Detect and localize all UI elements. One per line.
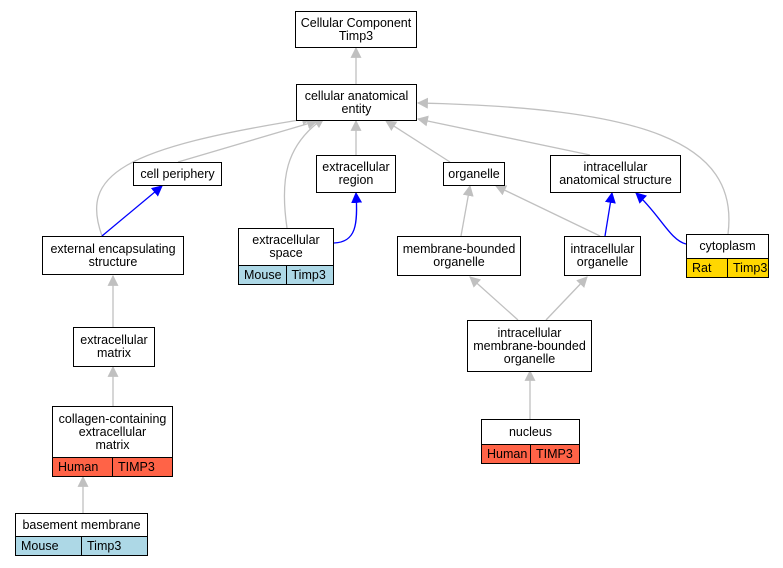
edge-imbo-mbo xyxy=(469,276,519,321)
gene-tag: Timp3 xyxy=(727,259,768,277)
gene-tag: TIMP3 xyxy=(112,458,172,476)
edge-cellperiphery-cae xyxy=(177,118,319,163)
species-tag: Human xyxy=(482,445,530,463)
edge-io-ias xyxy=(604,191,616,237)
edge-ees-cellperiphery xyxy=(101,185,163,237)
node-label: cytoplasm xyxy=(699,239,756,253)
node-label: intracellular organelle xyxy=(570,242,635,269)
node-label: intracellular anatomical structure xyxy=(559,160,672,187)
node-label: nucleus xyxy=(508,424,553,439)
node-label: extracellular space xyxy=(252,233,320,260)
node-intracellular-anatomical-structure[interactable]: intracellular anatomical structure xyxy=(550,155,681,193)
edge-imbo-io xyxy=(545,276,588,321)
node-intracellular-membrane-bounded-organelle[interactable]: intracellular membrane-bounded organelle xyxy=(467,320,592,372)
node-label: cellular anatomical entity xyxy=(304,88,409,116)
node-label: organelle xyxy=(448,166,500,181)
node-cellular-component-root[interactable]: Cellular Component Timp3 xyxy=(295,11,417,48)
node-label: cell periphery xyxy=(140,166,215,181)
node-label: extracellular region xyxy=(322,160,390,187)
edge-ecspace-extracellularregion xyxy=(333,191,363,244)
node-label: collagen-containing extracellular matrix xyxy=(58,411,167,452)
gene-tag: Timp3 xyxy=(81,537,147,555)
edge-ias-cae xyxy=(416,115,591,156)
gene-tag: Timp3 xyxy=(285,266,333,284)
species-tag: Human xyxy=(53,458,112,476)
gene-tag: TIMP3 xyxy=(530,445,579,463)
node-extracellular-space[interactable]: extracellular space Mouse Timp3 xyxy=(238,228,334,285)
node-label: membrane-bounded organelle xyxy=(402,242,516,269)
node-basement-membrane[interactable]: basement membrane Mouse Timp3 xyxy=(15,513,148,556)
node-external-encapsulating-structure[interactable]: external encapsulating structure xyxy=(42,236,184,275)
edge-ecspace-cae xyxy=(283,117,325,229)
edge-mbo-organelle xyxy=(460,184,474,237)
node-cellular-anatomical-entity[interactable]: cellular anatomical entity xyxy=(296,84,417,121)
edge-io-organelle xyxy=(495,185,601,237)
node-membrane-bounded-organelle[interactable]: membrane-bounded organelle xyxy=(397,236,521,276)
node-intracellular-organelle[interactable]: intracellular organelle xyxy=(564,236,641,276)
node-extracellular-matrix[interactable]: extracellular matrix xyxy=(73,327,155,367)
node-label: extracellular matrix xyxy=(80,333,148,360)
node-organelle[interactable]: organelle xyxy=(443,162,505,186)
species-tag: Mouse xyxy=(239,266,286,284)
node-label: external encapsulating structure xyxy=(50,241,176,269)
node-cytoplasm[interactable]: cytoplasm Rat Timp3 xyxy=(686,234,769,278)
species-tag: Rat xyxy=(687,259,727,277)
node-label: basement membrane xyxy=(22,517,141,532)
node-extracellular-region[interactable]: extracellular region xyxy=(316,155,396,193)
node-collagen-containing-extracellular-matrix[interactable]: collagen-containing extracellular matrix… xyxy=(52,406,173,477)
edge-cytoplasm-cae xyxy=(416,97,730,235)
edge-ees-cae xyxy=(95,114,314,237)
edge-organelle-cae xyxy=(385,120,451,163)
node-label: Cellular Component Timp3 xyxy=(300,15,412,43)
node-label: intracellular membrane-bounded organelle xyxy=(473,325,586,366)
species-tag: Mouse xyxy=(16,537,81,555)
edge-cytoplasm-ias xyxy=(635,192,687,245)
node-nucleus[interactable]: nucleus Human TIMP3 xyxy=(481,419,580,464)
node-cell-periphery[interactable]: cell periphery xyxy=(133,162,222,186)
